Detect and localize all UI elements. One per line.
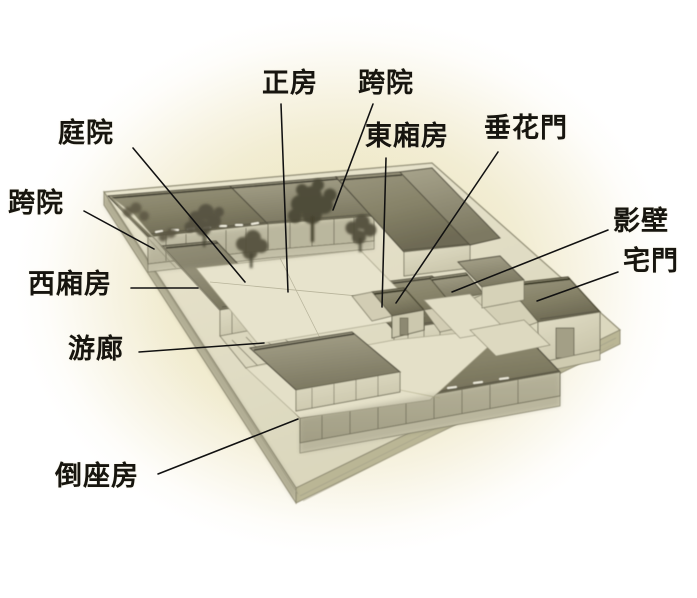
label-daozuofang: 倒座房 — [55, 461, 139, 492]
leader-line-daozuofang — [157, 418, 299, 475]
label-tingyuan: 庭院 — [58, 118, 114, 149]
leader-line-youlang — [138, 342, 265, 353]
leader-line-kuayuan-top — [332, 103, 374, 211]
leader-line-zhengfang — [280, 103, 289, 293]
label-zhengfang: 正房 — [262, 68, 318, 99]
label-dongxiangfang: 東廂房 — [365, 121, 449, 152]
northeast-wing — [334, 167, 501, 277]
leader-line-chuihuamen — [395, 151, 499, 304]
east-service-court — [423, 255, 551, 357]
label-kuayuan-left: 跨院 — [8, 188, 64, 219]
label-yingbi: 影壁 — [613, 206, 669, 237]
label-chuihuamen: 垂花門 — [484, 113, 568, 144]
inner-wing — [248, 331, 402, 412]
leader-line-tingyuan — [132, 147, 246, 283]
leader-line-zhaimen — [536, 271, 619, 302]
label-youlang: 游廊 — [68, 334, 124, 365]
label-xixiangfang: 西廂房 — [28, 269, 112, 300]
leader-line-dongxiangfang — [381, 157, 387, 308]
leader-line-yingbi — [451, 229, 609, 293]
label-zhaimen: 宅門 — [623, 246, 679, 277]
label-kuayuan-top: 跨院 — [358, 68, 414, 99]
leader-line-kuayuan-left — [83, 210, 155, 250]
